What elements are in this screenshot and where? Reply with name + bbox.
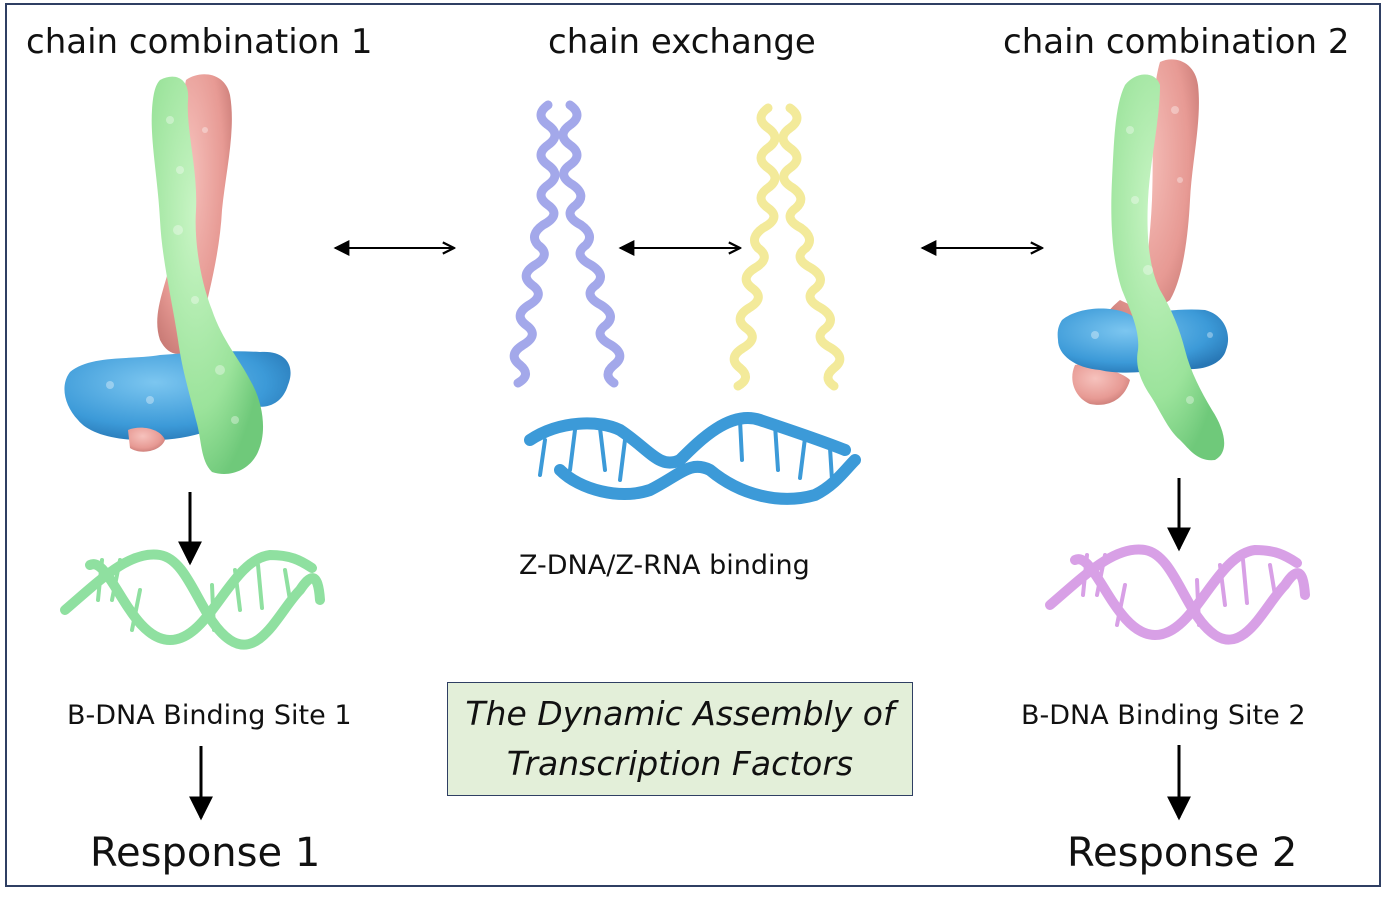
salmon-chain-lower (128, 427, 165, 452)
protein-structure-combination-2 (1057, 59, 1229, 461)
b-dna-site-2 (1045, 544, 1310, 645)
salmon-chain-lower (1072, 364, 1130, 405)
coiled-coil-yellow (729, 103, 845, 391)
binding-site-1-label: B-DNA Binding Site 1 (67, 700, 352, 731)
green-chain (151, 76, 264, 474)
header-chain-combination-1: chain combination 1 (26, 22, 373, 62)
protein-structure-combination-1 (64, 74, 291, 474)
figure-title-box: The Dynamic Assembly of Transcription Fa… (447, 682, 913, 796)
green-chain (1111, 74, 1225, 461)
figure-frame (5, 3, 1381, 887)
figure-title-line-2: Transcription Factors (506, 744, 854, 783)
header-chain-combination-2: chain combination 2 (1003, 22, 1350, 62)
salmon-chain (1102, 59, 1199, 335)
figure-title-line-1: The Dynamic Assembly of (465, 694, 895, 733)
binding-site-2-label: B-DNA Binding Site 2 (1021, 700, 1306, 731)
z-dna-structure (524, 412, 861, 505)
b-dna-site-1 (60, 549, 325, 650)
header-chain-exchange: chain exchange (548, 22, 816, 62)
response-2-label: Response 2 (1067, 830, 1298, 876)
coiled-coil-lavender (509, 100, 625, 388)
z-dna-binding-label: Z-DNA/Z-RNA binding (519, 550, 810, 581)
response-1-label: Response 1 (90, 830, 321, 876)
